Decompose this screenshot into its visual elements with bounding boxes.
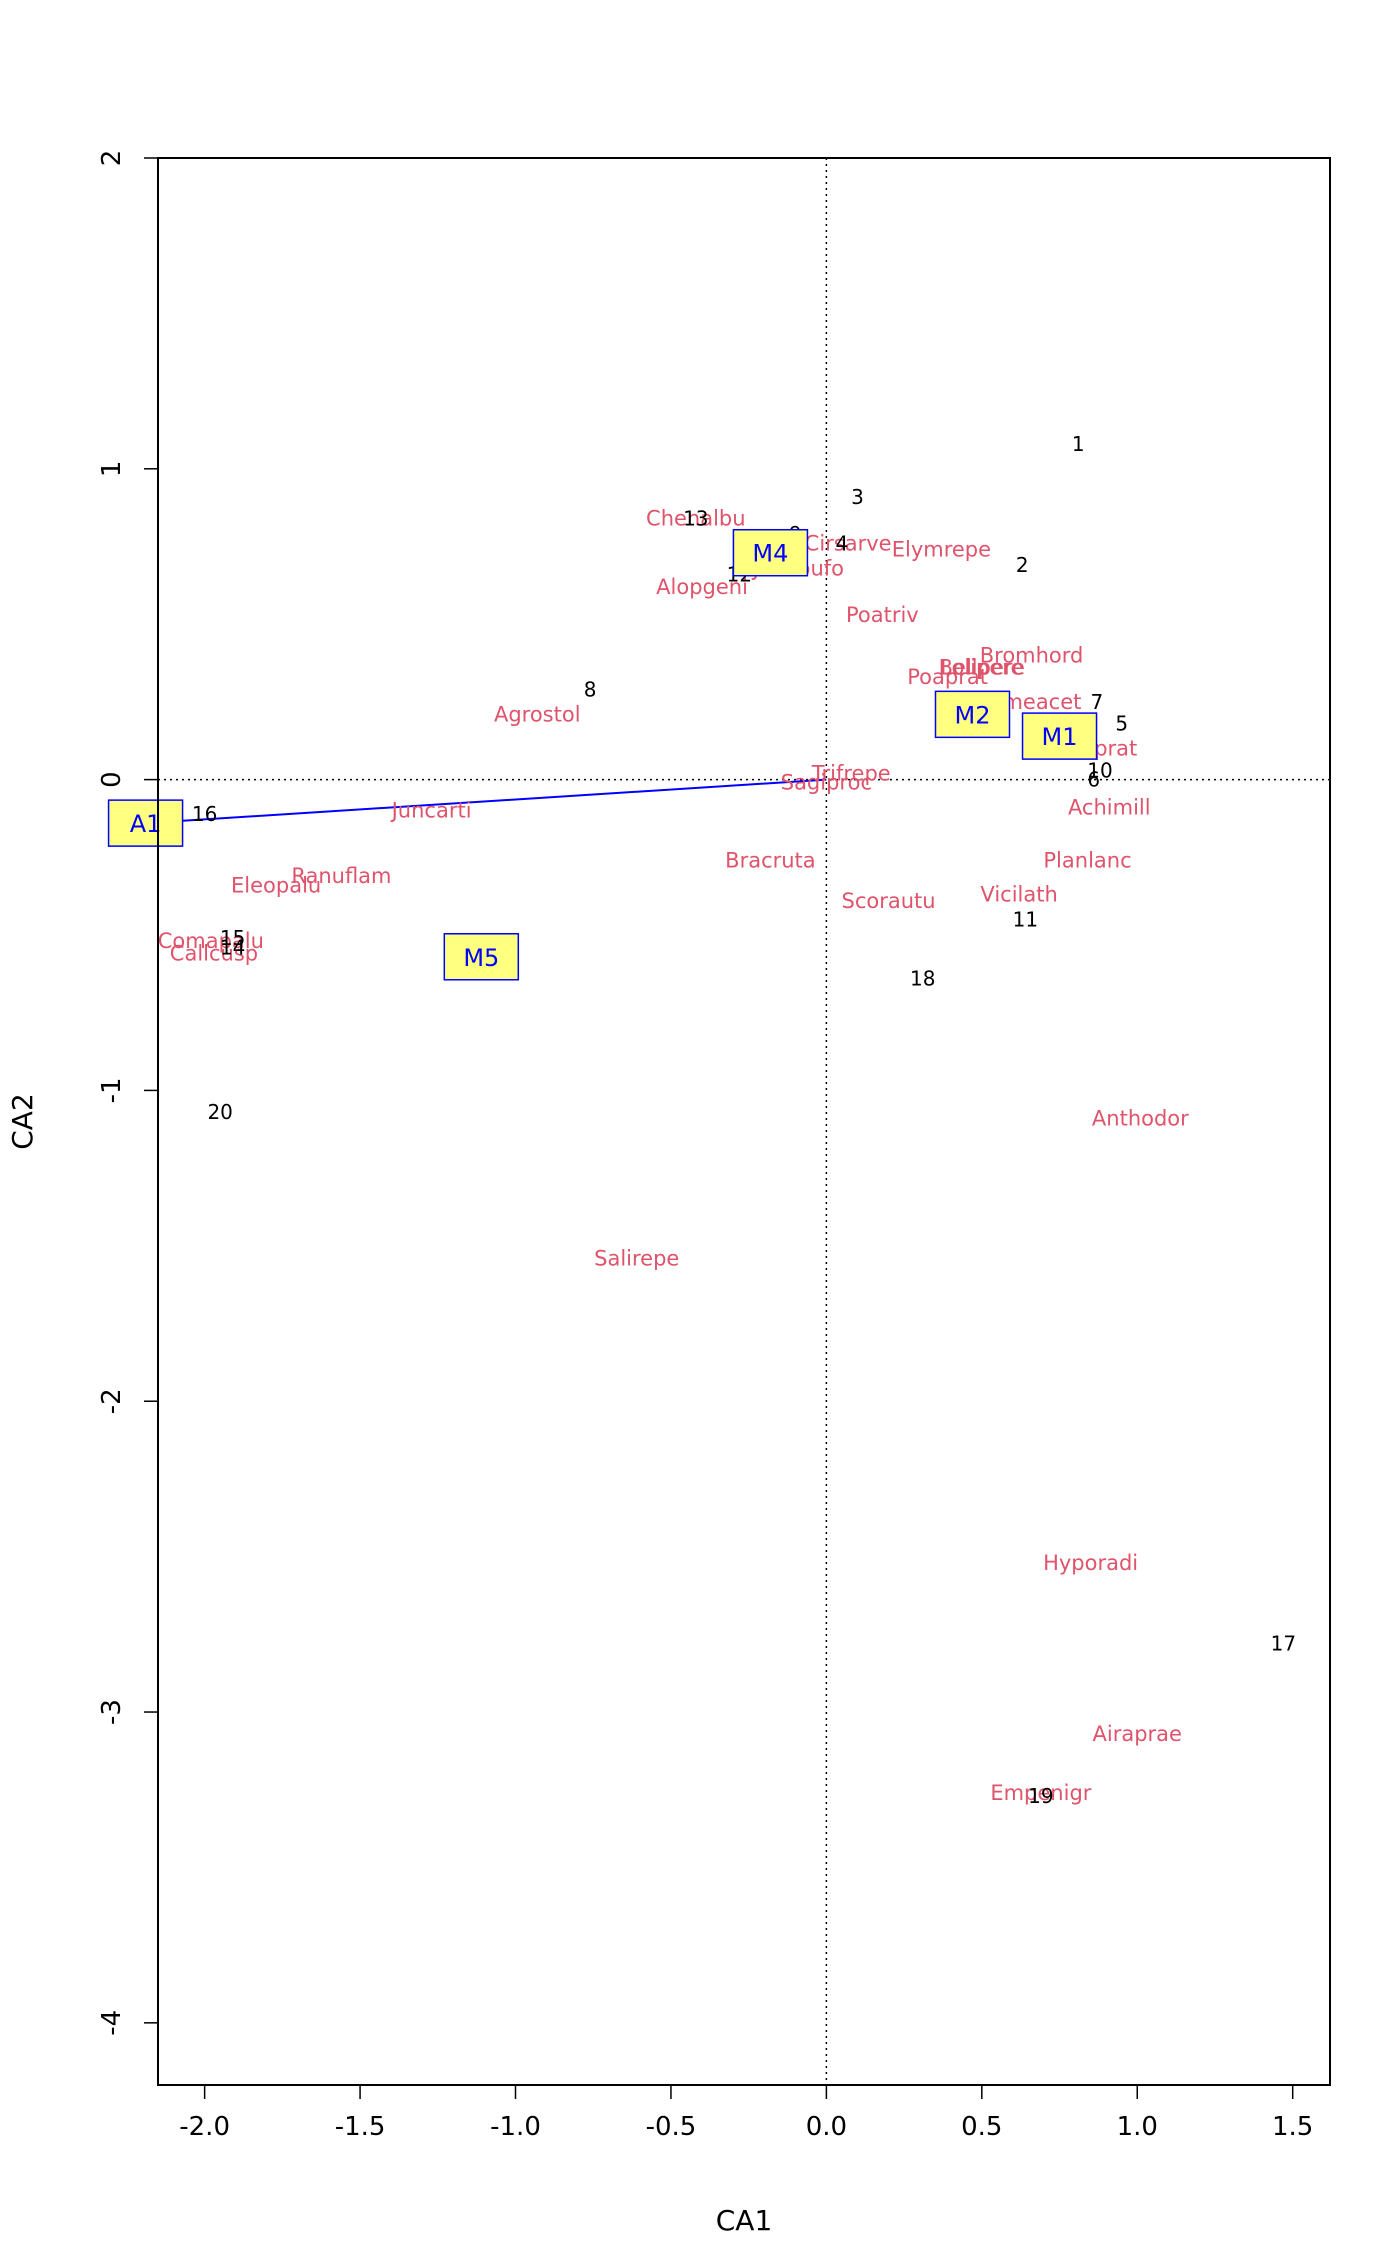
species-label: Elymrepe	[892, 538, 991, 562]
x-axis: -2.0 -1.5 -1.0 -0.5 0.0 0.5 1.0 1.5	[179, 2084, 1313, 2142]
y-axis-title: CA2	[6, 1093, 39, 1150]
factor-level-label: M5	[463, 944, 499, 972]
y-tick-label: -3	[97, 1699, 127, 1725]
site-label: 16	[192, 802, 217, 826]
species-label: Lolipere	[940, 656, 1023, 680]
site-label: 7	[1090, 690, 1103, 714]
y-axis: 2 1 0 -1 -2 -3 -4	[97, 150, 159, 2036]
x-tick-label: 0.5	[961, 2112, 1002, 2142]
site-label: 8	[584, 677, 597, 701]
x-axis-title: CA1	[716, 2204, 773, 2237]
species-label: Bromhord	[980, 643, 1084, 667]
y-tick-label: 1	[97, 461, 127, 478]
x-tick-label: 1.0	[1117, 2112, 1158, 2142]
x-tick-label: -2.0	[179, 2112, 230, 2142]
species-label: Achimill	[1068, 796, 1151, 820]
x-tick-label: 1.5	[1272, 2112, 1313, 2142]
factor-level-label: M2	[955, 701, 991, 729]
species-label: Salirepe	[594, 1246, 679, 1270]
site-label: 1	[1072, 432, 1085, 456]
site-label: 14	[220, 935, 245, 959]
species-label: Vicilath	[980, 883, 1057, 907]
site-label: 18	[910, 967, 935, 991]
species-label: Ranuflam	[291, 864, 391, 888]
species-label: Airaprae	[1093, 1722, 1182, 1746]
y-tick-label: -1	[97, 1077, 127, 1103]
species-label: Cirsarve	[805, 531, 892, 555]
species-label: Scorautu	[842, 889, 936, 913]
species-label: Empenigr	[990, 1781, 1091, 1805]
species-label: Trifrepe	[811, 761, 891, 785]
factor-level-box: M2	[934, 690, 1011, 739]
species-label: Eleopalu	[231, 873, 321, 897]
species-label: Poatriv	[846, 603, 919, 627]
factor-level-box-bg	[934, 690, 1011, 739]
site-label: 13	[683, 507, 708, 531]
species-label: Comapalu	[158, 929, 264, 953]
x-tick-label: -1.0	[490, 2112, 541, 2142]
factor-level-box-bg	[107, 799, 184, 847]
site-label: 20	[207, 1100, 232, 1124]
factor-level-box: A1	[107, 799, 184, 847]
species-label: Callcusp	[170, 942, 258, 966]
site-label: 17	[1271, 1632, 1296, 1656]
factor-level-box-bg	[1021, 712, 1098, 760]
species-label: Alopgeni	[656, 575, 748, 599]
y-tick-label: -2	[97, 1388, 127, 1414]
species-label: Bracruta	[725, 848, 816, 872]
site-label: 3	[851, 485, 864, 509]
factor-level-box-bg	[443, 933, 520, 981]
site-label: 11	[1013, 907, 1038, 931]
x-tick-label: 0.0	[806, 2112, 847, 2142]
factor-level-label: A1	[130, 810, 162, 838]
sites-layer: 1234567891011121314151617181920	[192, 432, 1296, 1808]
species-label: Chenalbu	[646, 507, 746, 531]
site-label: 10	[1087, 758, 1112, 782]
site-label: 6	[1087, 768, 1100, 792]
y-tick-label: 2	[97, 150, 127, 167]
species-label: Poaprat	[907, 665, 988, 689]
y-tick-label: -4	[97, 2010, 127, 2036]
factor-level-label: M1	[1042, 723, 1078, 751]
factor-arrow	[145, 778, 827, 825]
species-label: Juncarti	[390, 799, 472, 823]
species-label: Sagiproc	[781, 771, 872, 795]
species-label: Bellpere	[939, 656, 1025, 680]
site-label: 15	[220, 926, 245, 950]
species-label: Agrostol	[494, 702, 581, 726]
x-tick-label: -1.5	[335, 2112, 386, 2142]
species-label: Anthodor	[1092, 1106, 1189, 1130]
site-label: 19	[1028, 1784, 1053, 1808]
species-label: Planlanc	[1043, 848, 1131, 872]
site-label: 5	[1115, 712, 1128, 736]
y-tick-label: 0	[97, 771, 127, 788]
factor-level-box-bg	[732, 528, 809, 577]
species-label: Hyporadi	[1043, 1551, 1138, 1575]
site-label: 2	[1016, 553, 1029, 577]
factor-arrow-layer	[145, 778, 827, 825]
x-tick-label: -0.5	[646, 2112, 697, 2142]
factor-level-box: M1	[1021, 712, 1098, 760]
factor-level-box: M4	[732, 528, 809, 577]
factor-level-label: M4	[752, 540, 788, 568]
factor-level-box: M5	[443, 933, 520, 981]
site-label: 4	[836, 531, 849, 555]
